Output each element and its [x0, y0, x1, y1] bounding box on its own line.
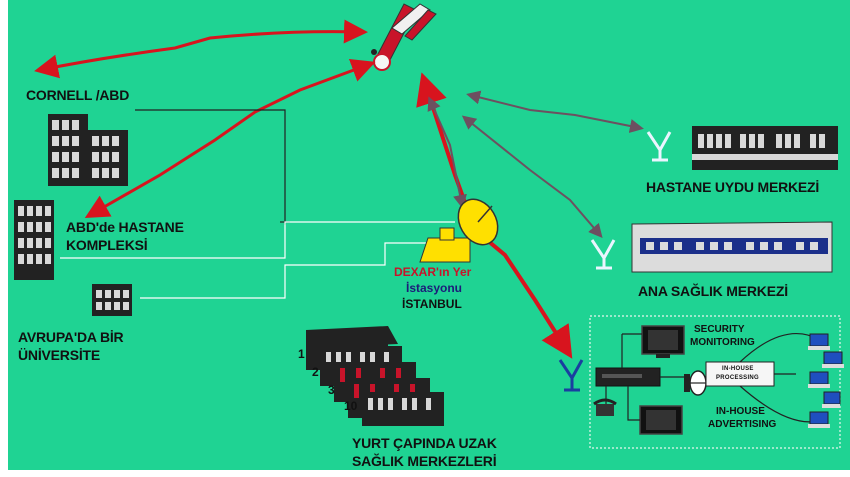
- center-number-2: 2: [312, 366, 319, 379]
- hastane-uydu-building-icon: [692, 126, 838, 170]
- center-number-3: 3: [328, 384, 335, 397]
- avrupa-label-line2: ÜNİVERSİTE: [18, 348, 100, 363]
- dexar-label-line1: DEXAR'ın Yer: [394, 266, 471, 279]
- cornell-label: CORNELL /ABD: [26, 88, 129, 103]
- monitor-icon: [640, 406, 682, 434]
- avrupa-label-line1: AVRUPA'DA BİR: [18, 330, 123, 345]
- advertising-label-line1: IN-HOUSE: [716, 406, 765, 417]
- computer-icon: [822, 352, 844, 368]
- monitor-icon: [642, 326, 684, 358]
- yurt-label-line2: SAĞLIK MERKEZLERİ: [352, 454, 496, 469]
- university-building-icon: [92, 284, 132, 316]
- computer-icon: [808, 334, 830, 350]
- center-number-10: 10: [344, 400, 357, 413]
- computer-icon: [808, 372, 830, 388]
- dexar-label-line2: İstasyonu: [406, 282, 462, 295]
- hastane-uydu-label: HASTANE UYDU MERKEZİ: [646, 180, 819, 195]
- abd-hospital-building-icon: [14, 200, 54, 280]
- computer-icon: [822, 392, 840, 408]
- inhouse-processing-label-line1: IN-HOUSE: [722, 366, 754, 373]
- ana-saglik-label: ANA SAĞLIK MERKEZİ: [638, 284, 788, 299]
- dexar-label-line3: İSTANBUL: [402, 298, 462, 311]
- inhouse-processing-label-line2: PROCESSING: [716, 375, 759, 382]
- abd-hastane-label-line2: KOMPLEKSİ: [66, 238, 147, 253]
- center-number-1: 1: [298, 348, 305, 361]
- yurt-label-line1: YURT ÇAPINDA UZAK: [352, 436, 497, 451]
- set-top-box-icon: [596, 368, 660, 386]
- advertising-label-line2: ADVERTISING: [708, 419, 776, 430]
- security-label-line1: SECURITY: [694, 324, 745, 335]
- security-label-line2: MONITORING: [690, 337, 755, 348]
- computer-icon: [808, 412, 830, 428]
- building-icon: [362, 392, 444, 426]
- abd-hastane-label-line1: ABD'de HASTANE: [66, 220, 184, 235]
- ana-saglik-building-icon: [632, 222, 832, 272]
